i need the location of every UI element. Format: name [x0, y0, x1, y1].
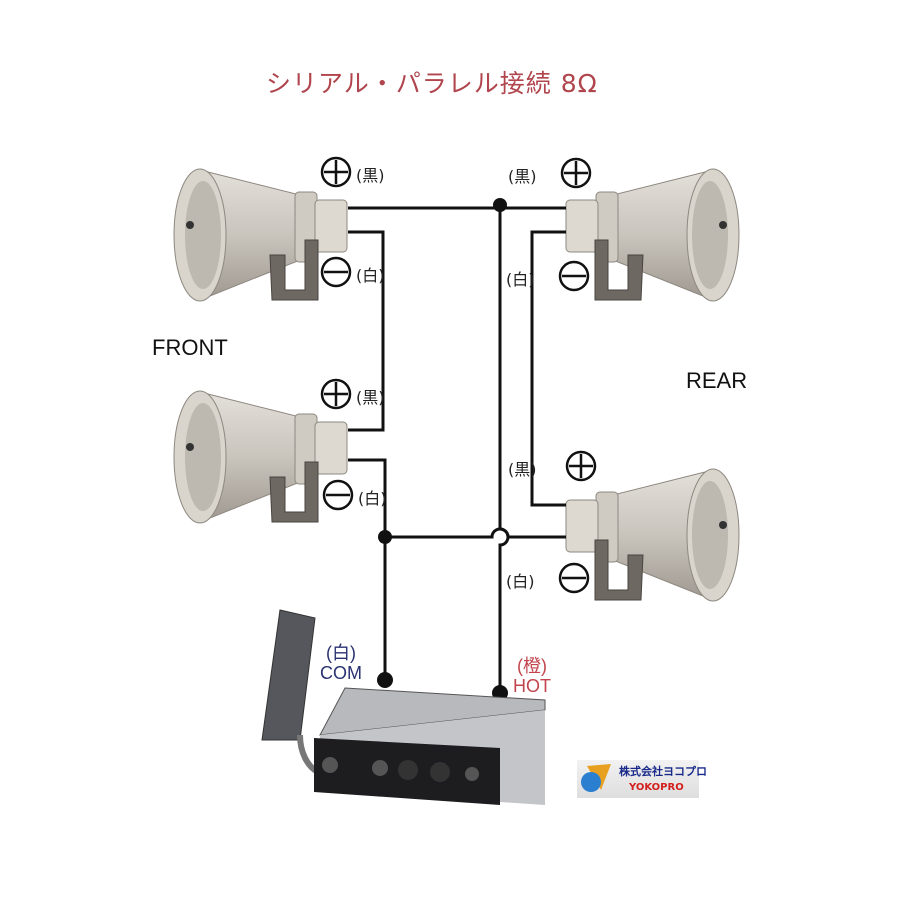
hot-color: (橙)	[517, 656, 547, 676]
minus-icon	[558, 260, 590, 292]
globe-icon	[581, 764, 611, 792]
wire-label-white: (白)	[506, 270, 535, 289]
hot-label: HOT	[513, 676, 551, 696]
plus-icon	[560, 157, 592, 189]
com-label: COM	[320, 663, 362, 683]
plus-icon	[320, 378, 352, 410]
logo-en: YOKOPRO	[629, 782, 684, 793]
plus-icon	[565, 450, 597, 482]
speaker-front-bottom	[173, 390, 348, 524]
com-color: (白)	[326, 643, 356, 663]
diagram-title: シリアル・パラレル接続 8Ω	[266, 69, 598, 98]
wire-label-black: (黒)	[356, 166, 385, 185]
wire-label-black: (黒)	[508, 167, 537, 186]
speaker-front-top	[173, 168, 348, 302]
wire-label-black: (黒)	[356, 388, 385, 407]
minus-icon	[322, 479, 354, 511]
logo-jp: 株式会社ヨコプロ	[619, 765, 707, 778]
polarity-icons	[320, 156, 597, 594]
junction-dots	[377, 198, 508, 701]
minus-icon	[320, 256, 352, 288]
hot-terminal-label: (橙) HOT	[513, 656, 551, 696]
front-label: FRONT	[152, 335, 228, 360]
wires	[348, 206, 566, 693]
rear-label: REAR	[686, 368, 748, 393]
amplifier	[314, 687, 546, 805]
wire-label-black: (黒)	[508, 460, 537, 479]
speaker-rear-top	[565, 168, 740, 302]
wire-label-white: (白)	[356, 266, 385, 285]
minus-icon	[558, 562, 590, 594]
wire-label-white: (白)	[506, 572, 535, 591]
wire-label-white: (白)	[358, 489, 387, 508]
plus-icon	[320, 156, 352, 188]
com-terminal-label: (白) COM	[320, 643, 362, 683]
speaker-rear-bottom	[565, 468, 740, 602]
yokopro-logo: 株式会社ヨコプロ YOKOPRO	[577, 760, 707, 798]
